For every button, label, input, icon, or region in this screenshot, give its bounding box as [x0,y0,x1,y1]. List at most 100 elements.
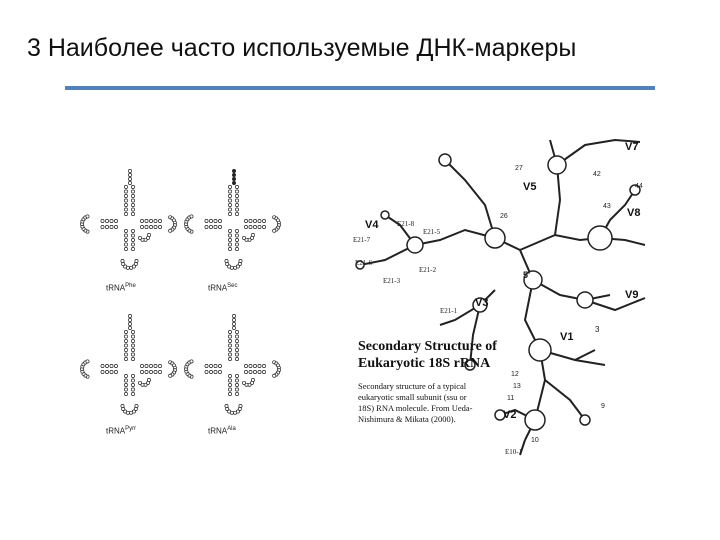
nucleotide-dot [244,370,248,374]
region-v5: V5 [523,181,536,193]
nucleotide-dot [105,370,109,374]
nucleotide-dot [235,207,239,212]
nucleotide-dot [262,219,266,223]
nucleotide-dot [228,339,232,343]
rrna-caption-title: Secondary Structure of Eukaryotic 18S rR… [358,338,508,372]
rrna-loops [355,153,641,431]
nucleotide-dot [204,364,209,368]
nucleotide-dot [253,370,257,374]
nucleotide-dot [235,383,239,387]
nucleotide-dot [128,173,132,177]
nucleotide-dot [233,265,238,270]
nucleotide-dot [235,233,239,238]
trna-cloverleaf [80,314,177,415]
region-v3: V3 [475,297,488,309]
nucleotide-dot [124,189,128,194]
nucleotide-dot [109,225,114,229]
nucleotide-dot [131,339,135,343]
nucleotide-dot [244,219,248,223]
region-v9: V9 [625,289,638,301]
nucleotide-dot [131,185,135,189]
rrna-caption-body-line: 18S) RNA molecule. From Ueda- [358,403,473,413]
num-3: 3 [595,325,600,334]
nucleotide-dot [228,189,232,194]
nucleotide-dot [131,343,135,348]
nucleotide-dot [168,373,173,378]
nucleotide-dot [218,370,222,374]
nucleotide-dot [235,212,239,216]
nucleotide-dot [153,370,158,374]
nucleotide-dot [131,383,135,387]
nucleotide-dot [85,359,90,364]
trna-diagram-phe: tRNAPhe [68,165,178,300]
nucleotide-dot [227,264,232,269]
num-11: 11 [507,395,514,402]
nucleotide-dot [235,378,239,383]
nucleotide-dot [228,392,232,396]
nucleotide-dot [232,181,236,185]
nucleotide-dot [250,235,254,240]
nucleotide-dot [235,189,239,194]
rrna-structure: V7 V5 V4 V8 V9 V3 V1 V2 E21-8 E21-5 E21-… [353,138,646,456]
nucleotide-dot [124,185,128,189]
nucleotide-dot [204,370,209,374]
nucleotide-dot [124,212,128,216]
nucleotide-dot [140,382,145,387]
rrna-caption-body: Secondary structure of a typical eukaryo… [358,381,498,425]
nucleotide-dot [144,364,149,368]
nucleotide-dot [235,185,239,189]
nucleotide-dot [105,219,109,223]
nucleotide-dot [131,189,135,194]
nucleotide-dot [235,229,239,233]
nucleotide-dot [227,409,232,414]
nucleotide-dot [131,207,135,212]
nucleotide-dot [235,203,239,207]
nucleotide-dot [123,409,128,414]
nucleotide-dot [131,238,135,242]
nucleotide-dot [144,370,149,374]
nucleotide-dot [131,198,135,203]
nucleotide-dot [149,225,153,229]
region-v8: V8 [627,207,640,219]
rrna-caption-body-line: eukaryotic small subunit (ssu or [358,392,467,402]
helix-e21-8: E21-8 [397,220,415,228]
helix-e21-6: E21-6 [355,259,373,267]
trna-label: tRNA [208,283,228,293]
nucleotide-dot [100,225,105,229]
trna-cloverleaf [184,169,281,270]
rrna-caption-title-line: Secondary Structure of [358,339,497,354]
num-12: 12 [511,371,519,378]
nucleotide-dot [228,229,232,233]
nucleotide-dot [131,352,135,357]
nucleotide-dot [123,264,128,269]
nucleotide-dot [131,334,135,339]
nucleotide-dot [235,357,239,361]
nucleotide-dot [248,370,253,374]
trna-diagram-pyrr: tRNAPyrr [68,310,178,445]
nucleotide-dot [228,383,232,387]
helix-e21-2: E21-2 [419,266,437,274]
nucleotide-dot [153,364,158,368]
nucleotide-dot [109,364,114,368]
nucleotide-dot [218,225,222,229]
num-27: 27 [515,165,523,172]
trna-superscript: Pyrr [125,426,137,432]
nucleotide-dot [272,228,277,233]
nucleotide-dot [124,357,128,361]
nucleotide-dot [100,219,105,223]
nucleotide-dot [133,407,138,411]
nucleotide-dot [131,374,135,378]
trna-superscript: Phe [125,283,136,289]
nucleotide-dot [228,357,232,361]
nucleotide-dot [131,330,135,334]
nucleotide-dot [131,387,135,392]
nucleotide-dot [124,203,128,207]
trna-cloverleaf [80,169,177,270]
nucleotide-dot [149,370,153,374]
nucleotide-dot [114,370,118,374]
nucleotide-dot [149,364,153,368]
rrna-caption-title-line: Eukaryotic 18S rRNA [358,356,491,371]
nucleotide-dot [128,326,132,330]
num-13: 13 [513,383,521,390]
region-v7: V7 [625,141,638,153]
